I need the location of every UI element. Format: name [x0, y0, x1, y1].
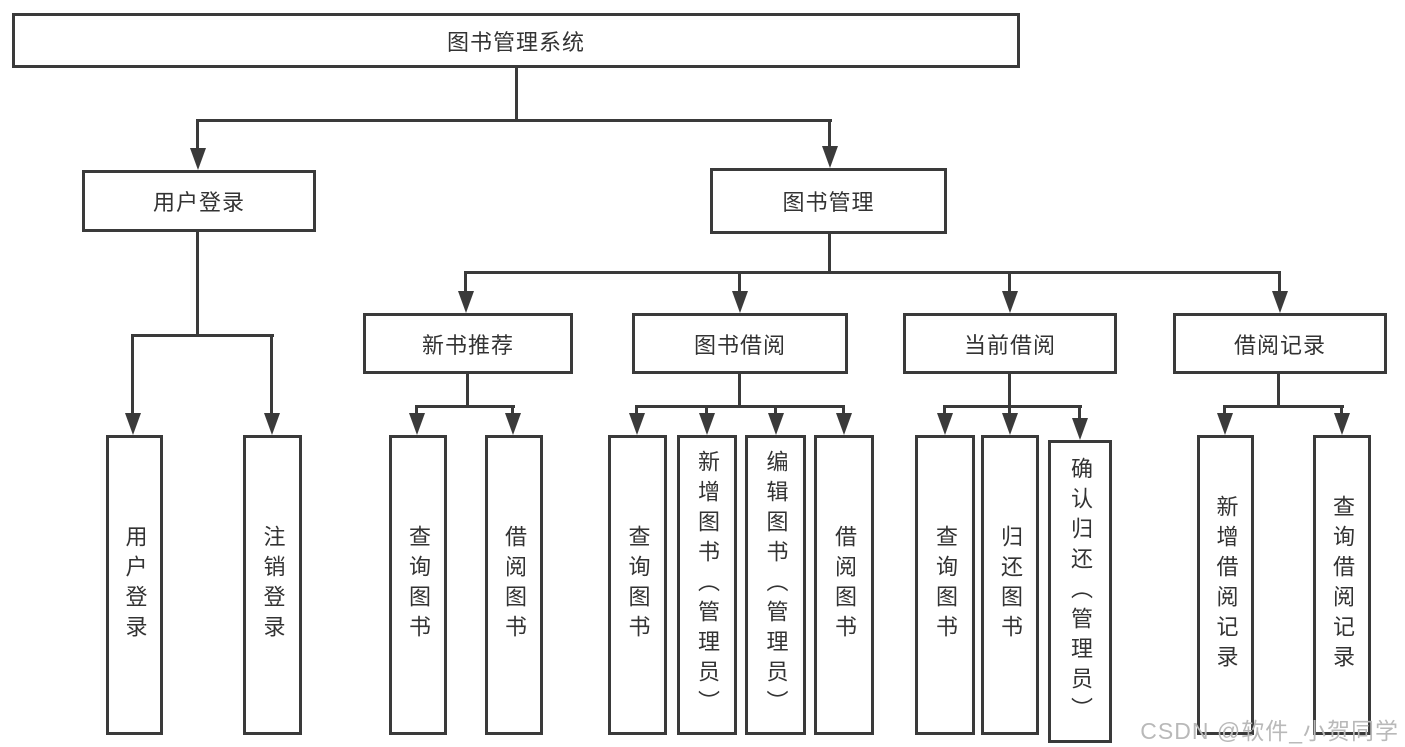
leaf-add-borrow-record: 新增借阅记录: [1197, 435, 1254, 735]
arrowhead-user-login: [190, 148, 206, 170]
connector-records-hline: [1223, 405, 1344, 408]
connector-arrowstem-book-mgmt: [828, 119, 831, 148]
connector-newbook-stem: [466, 374, 469, 408]
leaf-confirm-return-admin-label: 确认归还（管理员）: [1068, 456, 1093, 727]
node-book-management: 图书管理: [710, 168, 947, 234]
leaf-query-books-recommend: 查询图书: [389, 435, 447, 735]
arrowhead-g4-return: [1002, 413, 1018, 435]
connector-arrowstem-new-book: [464, 271, 467, 293]
arrowhead-g4-query: [937, 413, 953, 435]
node-root: 图书管理系统: [12, 13, 1020, 68]
leaf-add-books-admin: 新增图书（管理员）: [677, 435, 737, 735]
connector-arrowstem-g3-2: [705, 405, 708, 415]
connector-records-stem: [1277, 374, 1280, 408]
connector-arrowstem-g4-1: [943, 405, 946, 415]
arrowhead-g5-query: [1334, 413, 1350, 435]
leaf-query-borrow-record: 查询借阅记录: [1313, 435, 1371, 735]
leaf-borrow-books-recommend: 借阅图书: [485, 435, 543, 735]
leaf-borrow-books: 借阅图书: [814, 435, 874, 735]
arrowhead-g3-add: [699, 413, 715, 435]
connector-arrowstem-g4-2: [1008, 405, 1011, 415]
connector-arrowstem-g3-1: [635, 405, 638, 415]
leaf-edit-books-admin-label: 编辑图书（管理员）: [763, 450, 789, 720]
leaf-add-borrow-record-label: 新增借阅记录: [1213, 495, 1239, 675]
connector-arrowstem-leaf-login: [131, 334, 134, 415]
arrowhead-borrow-records: [1272, 291, 1288, 313]
arrowhead-leaf-logout: [264, 413, 280, 435]
connector-arrowstem-leaf-logout: [270, 334, 273, 415]
arrowhead-g3-borrow: [836, 413, 852, 435]
node-root-label: 图书管理系统: [446, 29, 585, 55]
arrowhead-current-borrow: [1002, 291, 1018, 313]
connector-arrowstem-g4-3: [1078, 405, 1081, 420]
node-current-borrowing: 当前借阅: [903, 313, 1117, 374]
node-borrowing-records-label: 借阅记录: [1233, 332, 1326, 358]
leaf-query-books-recommend-label: 查询图书: [406, 525, 431, 645]
node-book-borrowing-label: 图书借阅: [693, 332, 786, 358]
node-new-book-recommend: 新书推荐: [363, 313, 573, 374]
connector-arrowstem-g5-1: [1223, 405, 1226, 415]
connector-currentborrow-hline: [943, 405, 1082, 408]
arrowhead-leaf-login: [125, 413, 141, 435]
arrowhead-g3-edit: [768, 413, 784, 435]
leaf-logout: 注销登录: [243, 435, 302, 735]
connector-root-stem: [515, 68, 518, 122]
leaf-query-borrow-record-label: 查询借阅记录: [1330, 495, 1355, 675]
node-user-login-branch-label: 用户登录: [152, 190, 245, 215]
node-current-borrowing-label: 当前借阅: [963, 332, 1056, 358]
arrowhead-book-mgmt: [822, 146, 838, 168]
connector-arrowstem-g3-3: [774, 405, 777, 415]
connector-arrowstem-g3-4: [842, 405, 845, 415]
arrowhead-g5-add: [1217, 413, 1233, 435]
connector-l1-hline: [196, 119, 832, 122]
leaf-query-books-current-label: 查询图书: [933, 525, 958, 645]
leaf-query-books-borrow-label: 查询图书: [625, 525, 651, 645]
connector-arrowstem-current-borrow: [1008, 271, 1011, 293]
leaf-user-login: 用户登录: [106, 435, 163, 735]
connector-userlogin-stem: [196, 232, 199, 337]
leaf-add-books-admin-label: 新增图书（管理员）: [695, 450, 720, 720]
connector-bookborrow-hline: [635, 405, 845, 408]
connector-arrowstem-user-login: [196, 119, 199, 150]
connector-arrowstem-g2-1: [415, 405, 418, 415]
leaf-user-login-label: 用户登录: [122, 525, 148, 645]
leaf-confirm-return-admin: 确认归还（管理员）: [1048, 440, 1112, 743]
leaf-edit-books-admin: 编辑图书（管理员）: [745, 435, 806, 735]
connector-bookborrow-stem: [738, 374, 741, 408]
node-user-login-branch: 用户登录: [82, 170, 316, 232]
connector-l3-hline: [464, 271, 1281, 274]
leaf-return-books: 归还图书: [981, 435, 1039, 735]
csdn-watermark: CSDN @软件_小贺同学: [1140, 718, 1399, 744]
connector-bookmgmt-stem: [828, 232, 831, 274]
leaf-borrow-books-label: 借阅图书: [832, 525, 857, 645]
leaf-borrow-books-recommend-label: 借阅图书: [502, 525, 527, 645]
arrowhead-new-book: [458, 291, 474, 313]
connector-userlogin-hline: [131, 334, 274, 337]
leaf-logout-label: 注销登录: [260, 525, 286, 645]
connector-arrowstem-borrow-records: [1278, 271, 1281, 293]
connector-newbook-hline: [415, 405, 515, 408]
arrowhead-g2-query: [409, 413, 425, 435]
connector-arrowstem-book-borrow: [738, 271, 741, 293]
node-book-management-label: 图书管理: [782, 190, 875, 215]
arrowhead-g4-confirm: [1072, 418, 1088, 440]
leaf-query-books-borrow: 查询图书: [608, 435, 667, 735]
connector-arrowstem-g2-2: [511, 405, 514, 415]
leaf-query-books-current: 查询图书: [915, 435, 975, 735]
node-new-book-recommend-label: 新书推荐: [421, 332, 514, 358]
node-borrowing-records: 借阅记录: [1173, 313, 1387, 374]
connector-arrowstem-g5-2: [1340, 405, 1343, 415]
connector-currentborrow-stem: [1008, 374, 1011, 408]
node-book-borrowing: 图书借阅: [632, 313, 848, 374]
arrowhead-g2-borrow: [505, 413, 521, 435]
arrowhead-g3-query: [629, 413, 645, 435]
leaf-return-books-label: 归还图书: [998, 525, 1023, 645]
arrowhead-book-borrow: [732, 291, 748, 313]
